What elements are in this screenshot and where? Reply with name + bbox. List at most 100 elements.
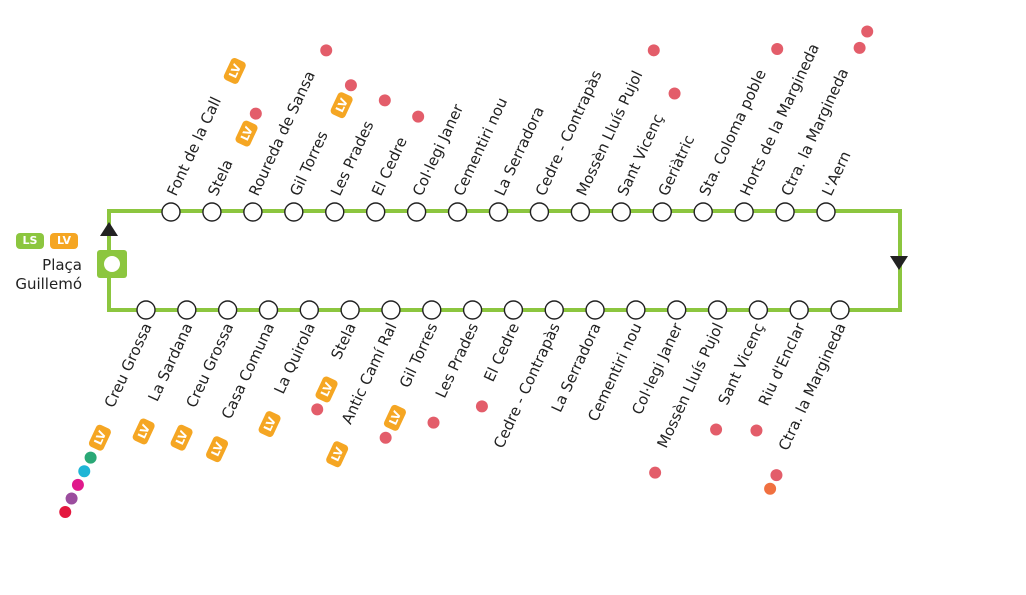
route-line-loop bbox=[107, 209, 902, 312]
connection-dot bbox=[764, 482, 777, 495]
connection-dot bbox=[78, 465, 91, 478]
connection-dot bbox=[84, 451, 97, 464]
direction-arrow-down bbox=[890, 256, 908, 270]
connection-dot bbox=[649, 466, 662, 479]
stop-name-top: Gil Torres bbox=[286, 128, 332, 199]
line-badge-lv-label: LV bbox=[91, 428, 109, 447]
stop-marker-bottom-la-serradora[interactable] bbox=[585, 300, 605, 320]
stop-marker-top-sta-coloma-poble[interactable] bbox=[693, 202, 713, 222]
stop-marker-bottom-gil-torres[interactable] bbox=[422, 300, 442, 320]
terminal-line-badges: LS LV bbox=[16, 233, 78, 249]
connection-dot bbox=[853, 41, 866, 54]
terminal-badge-ls: LS bbox=[16, 233, 44, 249]
stop-name-bottom: La Quirola bbox=[270, 320, 319, 397]
stop-marker-bottom-creu-grossa[interactable] bbox=[217, 300, 238, 320]
terminal-name-line2: Guillemó bbox=[15, 275, 82, 293]
line-badge-lv-label: LV bbox=[209, 440, 227, 459]
connection-dot bbox=[412, 110, 425, 123]
connection-dot bbox=[59, 506, 72, 519]
line-badge-lv: LV bbox=[383, 404, 406, 431]
stop-marker-bottom-stela[interactable] bbox=[340, 300, 360, 320]
stop-name-top: L'Aern bbox=[818, 148, 854, 198]
stop-marker-bottom-antic-cami-ral[interactable] bbox=[381, 300, 401, 320]
line-badge-lv-label: LV bbox=[318, 380, 336, 399]
stop-marker-bottom-ctra-la-margineda[interactable] bbox=[830, 300, 850, 320]
line-badge-lv-label: LV bbox=[329, 445, 347, 464]
stop-marker-bottom-casa-comuna[interactable] bbox=[258, 300, 279, 320]
stop-marker-bottom-riu-d-enclar[interactable] bbox=[789, 300, 809, 320]
stop-marker-top-les-prades[interactable] bbox=[325, 202, 345, 222]
connection-dot bbox=[249, 107, 262, 120]
line-badge-lv-label: LV bbox=[333, 96, 351, 115]
stop-marker-top-cementiri-nou[interactable] bbox=[447, 202, 468, 222]
stop-name-bottom: Stela bbox=[327, 320, 359, 362]
stop-marker-bottom-creu-grossa[interactable] bbox=[136, 300, 156, 320]
stop-marker-top-mossen-lluis-pujol[interactable] bbox=[570, 202, 591, 222]
stop-marker-bottom-les-prades[interactable] bbox=[462, 300, 483, 320]
stop-marker-top-geriatric[interactable] bbox=[652, 202, 672, 222]
line-badge-lv: LV bbox=[88, 424, 111, 451]
terminal-marker-dot bbox=[104, 256, 120, 272]
line-badge-lv: LV bbox=[330, 92, 353, 119]
stop-marker-bottom-la-quirola[interactable] bbox=[299, 300, 319, 320]
line-badge-lv: LV bbox=[258, 411, 281, 437]
stop-marker-top-roureda-de-sansa[interactable] bbox=[243, 202, 263, 222]
stop-marker-bottom-cementiri-nou[interactable] bbox=[626, 300, 646, 320]
line-badge-lv: LV bbox=[170, 424, 193, 451]
connection-dot bbox=[475, 400, 488, 413]
connection-dot bbox=[861, 25, 874, 38]
stop-marker-top-col-legi-janer[interactable] bbox=[406, 202, 427, 222]
line-badge-lv-label: LV bbox=[387, 408, 405, 427]
line-badge-lv-label: LV bbox=[261, 415, 279, 434]
stop-marker-top-cedre-contrapas[interactable] bbox=[529, 202, 550, 222]
stop-marker-top-gil-torres[interactable] bbox=[284, 202, 304, 222]
stop-name-top: El Cedre bbox=[368, 134, 411, 198]
stop-name-bottom: El Cedre bbox=[480, 320, 523, 384]
line-badge-lv: LV bbox=[315, 376, 338, 403]
stop-marker-bottom-cedre-contrapas[interactable] bbox=[544, 300, 564, 320]
line-badge-lv: LV bbox=[206, 436, 229, 463]
connection-dot bbox=[344, 79, 357, 92]
stop-marker-top-la-serradora[interactable] bbox=[488, 202, 509, 222]
stop-marker-bottom-sant-vicenc[interactable] bbox=[748, 300, 769, 320]
connection-dot bbox=[427, 416, 440, 429]
stop-name-top: Stela bbox=[204, 157, 236, 199]
line-badge-lv-label: LV bbox=[135, 422, 153, 441]
line-badge-lv: LV bbox=[223, 58, 246, 84]
stop-marker-bottom-la-sardana[interactable] bbox=[177, 300, 197, 320]
stop-marker-bottom-el-cedre[interactable] bbox=[503, 300, 524, 320]
stop-marker-top-sant-vicenc[interactable] bbox=[611, 202, 632, 222]
connection-dot bbox=[65, 492, 78, 505]
connection-dot bbox=[647, 44, 660, 57]
connection-dot bbox=[750, 424, 763, 437]
connection-dot bbox=[311, 403, 324, 416]
stop-marker-top-el-cedre[interactable] bbox=[365, 202, 386, 222]
stop-marker-top-font-de-la-call[interactable] bbox=[161, 202, 181, 222]
connection-dot bbox=[320, 44, 333, 57]
line-badge-lv: LV bbox=[326, 441, 349, 468]
line-badge-lv: LV bbox=[235, 120, 258, 147]
line-badge-lv-label: LV bbox=[226, 62, 244, 81]
stop-marker-top-horts-de-la-margineda[interactable] bbox=[734, 202, 754, 222]
stop-name-bottom: Gil Torres bbox=[396, 320, 442, 391]
stop-marker-top-ctra-la-margineda[interactable] bbox=[775, 202, 795, 222]
connection-dot bbox=[379, 431, 392, 444]
line-badge-lv-label: LV bbox=[238, 124, 256, 143]
connection-dot bbox=[71, 478, 84, 491]
stop-name-top: Geriàtric bbox=[655, 132, 699, 198]
stop-marker-top-l-aern[interactable] bbox=[816, 202, 836, 222]
connection-dot bbox=[710, 423, 723, 436]
stop-marker-bottom-col-legi-janer[interactable] bbox=[667, 300, 687, 320]
connection-dot bbox=[378, 94, 391, 107]
connection-dot bbox=[668, 87, 681, 100]
connection-dot bbox=[770, 469, 783, 482]
stop-name-bottom: Les Prades bbox=[432, 320, 482, 401]
line-badge-lv: LV bbox=[132, 418, 155, 445]
line-badge-lv-label: LV bbox=[173, 428, 191, 447]
stop-marker-bottom-mossen-lluis-pujol[interactable] bbox=[707, 300, 728, 320]
stop-marker-top-stela[interactable] bbox=[202, 202, 222, 222]
terminal-name-line1: Plaça bbox=[42, 256, 82, 274]
terminal-badge-lv: LV bbox=[50, 233, 78, 249]
